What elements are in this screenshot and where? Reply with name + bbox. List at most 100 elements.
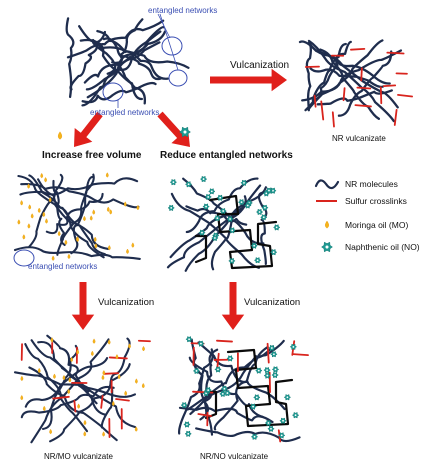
moringa-oil-icon (57, 131, 63, 140)
entangled-networks-label-low: entangled networks (28, 262, 98, 271)
naphthenic-oil-particle (230, 260, 233, 262)
moringa-oil-droplet (67, 253, 71, 260)
legend-naphthenic-oil: Naphthenic oil (NO) (345, 242, 420, 252)
moringa-oil-droplet (131, 242, 135, 248)
moringa-oil-droplet (17, 219, 21, 225)
nr-chain (190, 338, 214, 436)
annotation-leader (159, 13, 179, 71)
nr-chain (30, 338, 110, 444)
naphthenic-oil-particle (231, 229, 234, 232)
naphthenic-oil-particle (255, 396, 258, 399)
moringa-oil-droplet (27, 183, 30, 189)
nr-chain (316, 89, 393, 106)
naphthenic-oil-particle (207, 389, 210, 392)
arrow-vulcanization-left (71, 282, 95, 330)
vulcanization-label-right: Vulcanization (244, 297, 301, 308)
nr-chain (166, 202, 248, 269)
sulfur-crosslink (342, 87, 346, 102)
moringa-oil-droplet (67, 388, 71, 395)
entangled-networks-label-top: entangled networks (148, 6, 218, 15)
naphthenic-oil-particle (216, 217, 219, 220)
moringa-oil-droplet (92, 209, 96, 215)
nr-chain (66, 19, 165, 59)
naphthenic-oil-particle (257, 369, 260, 372)
nr-chain-black (194, 234, 208, 264)
legend-naphthenic-oil-symbol (325, 245, 329, 249)
nr-chain-black (226, 348, 294, 428)
moringa-oil-droplet (101, 374, 105, 381)
legend-moringa-oil-symbol (325, 220, 329, 229)
moringa-oil-droplet (135, 378, 138, 384)
entanglement-circle (161, 36, 183, 56)
moringa-oil-droplet (124, 390, 128, 396)
entanglement-circle (13, 249, 35, 267)
nr-chain (13, 246, 141, 260)
moringa-oil-droplet (40, 172, 44, 179)
moringa-oil-droplet (62, 374, 66, 381)
arrow-to-increase-free-volume (74, 111, 103, 147)
naphthenic-oil-particle (187, 432, 190, 435)
moringa-oil-droplet (50, 337, 54, 343)
naphthenic-oil-particle (243, 181, 245, 184)
sulfur-crosslink (350, 47, 366, 51)
nr-chain (17, 174, 110, 250)
naphthenic-oil-particle (266, 369, 268, 372)
naphthenic-oil-particle (262, 216, 265, 219)
vulcanization-label-left: Vulcanization (98, 297, 155, 308)
arrow-vulcanization-right (221, 282, 245, 330)
naphthenic-oil-particle (214, 237, 216, 239)
naphthenic-oil-particle (282, 419, 284, 422)
moringa-oil-droplet (102, 431, 105, 437)
sulfur-crosslink (397, 93, 413, 98)
moringa-oil-droplet (109, 209, 113, 215)
moringa-oil-droplet (117, 373, 121, 380)
moringa-oil-droplet (20, 200, 23, 206)
nr-chain (96, 29, 169, 80)
nr-chain (301, 49, 403, 102)
moringa-oil-droplet (126, 248, 129, 254)
moringa-oil-droplet (70, 356, 74, 363)
nr-no-vulcanizate-label: NR/NO vulcanizate (200, 452, 269, 461)
naphthenic-oil-particle (226, 392, 229, 394)
entanglement-circle (168, 69, 188, 87)
sulfur-crosslink (100, 394, 104, 409)
moringa-oil-droplet (22, 234, 26, 240)
nr-chain (65, 17, 75, 99)
nr-chain (19, 177, 139, 196)
naphthenic-oil-particle (266, 374, 269, 377)
moringa-oil-droplet (83, 419, 87, 426)
naphthenic-oil-particle (258, 211, 261, 213)
naphthenic-oil-particle (186, 423, 188, 426)
arrow-to-reduce-entangled (157, 111, 190, 147)
moringa-oil-droplet (53, 373, 56, 379)
sulfur-crosslink (382, 84, 397, 88)
sulfur-crosslink (292, 353, 309, 357)
vulcanization-label-top: Vulcanization (230, 60, 290, 71)
nr-chain (170, 192, 260, 269)
reduce-entangled-networks-label: Reduce entangled networks (160, 150, 293, 161)
moringa-oil-droplet (107, 245, 111, 251)
sulfur-crosslink (386, 51, 405, 55)
naphthenic-oil-particle (274, 374, 276, 376)
nr-chain (210, 195, 247, 271)
moringa-oil-droplet (68, 377, 72, 383)
sulfur-crosslink (73, 399, 77, 413)
legend-moringa-oil: Moringa oil (MO) (345, 220, 409, 230)
naphthenic-oil-particle (280, 434, 283, 437)
naphthenic-oil-particle (219, 196, 222, 199)
moringa-oil-droplet (76, 349, 80, 355)
naphthenic-oil-particle (217, 368, 219, 371)
sulfur-crosslink (393, 108, 398, 126)
nr-chain (185, 177, 259, 234)
moringa-oil-droplet (134, 426, 138, 432)
moringa-oil-droplet (83, 431, 87, 437)
sulfur-crosslink (108, 356, 128, 360)
moringa-oil-droplet (42, 405, 46, 412)
naphthenic-oil-particle (292, 345, 295, 348)
naphthenic-oil-particle (268, 189, 270, 192)
nr-chain (100, 337, 131, 429)
naphthenic-oil-particle (273, 353, 275, 356)
sulfur-crosslink (115, 398, 130, 402)
nr-chain (37, 178, 106, 256)
naphthenic-oil-particle (188, 338, 190, 341)
